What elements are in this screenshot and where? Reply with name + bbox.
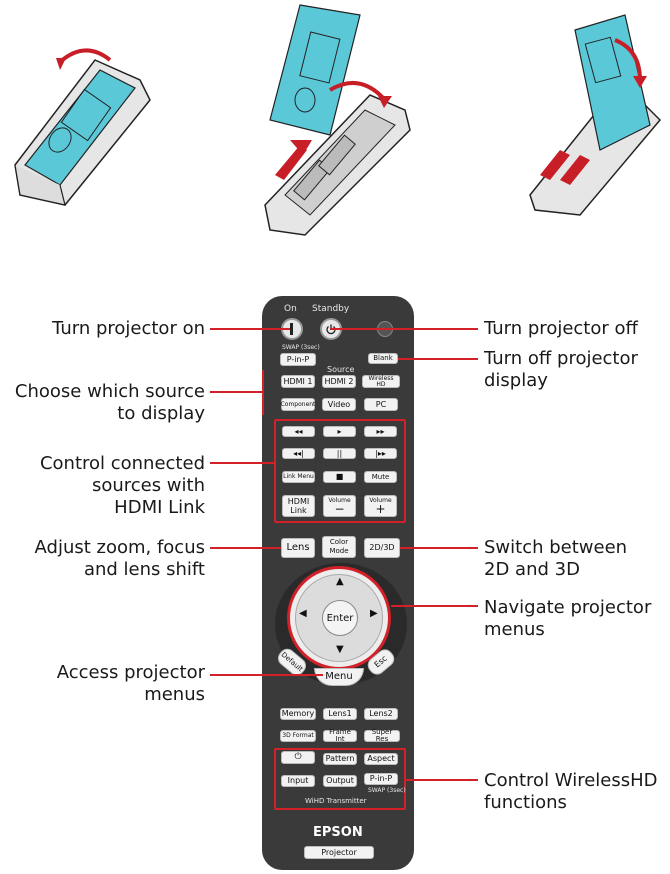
on-icon — [290, 323, 293, 335]
callout-line: Turn projector on — [52, 318, 205, 339]
pinp-button[interactable]: P-in-P — [280, 353, 316, 366]
callout-line: functions — [484, 792, 567, 813]
hdmi2-button[interactable]: HDMI 2 — [322, 375, 356, 388]
battery-illustrations — [14, 4, 662, 236]
battery-step-3-illustration — [529, 14, 662, 216]
enter-button[interactable]: Enter — [322, 600, 358, 636]
swap-label: SWAP (3sec) — [282, 344, 320, 351]
projector-label: Projector — [304, 846, 374, 859]
enter-label: Enter — [326, 612, 354, 624]
callout-turn-off: Turn projector off — [484, 318, 638, 340]
color-mode-label: Color Mode — [329, 538, 349, 555]
wihd-transmitter-group — [274, 748, 406, 810]
swap-bottom-label: SWAP (3sec) — [368, 787, 406, 794]
plus-icon: + — [375, 501, 386, 516]
input-button[interactable]: Input — [281, 775, 315, 787]
callout-access-menus: Access projector menus — [57, 662, 205, 706]
fast-forward-button[interactable]: ▸▸ — [364, 426, 397, 437]
pattern-button[interactable]: Pattern — [323, 753, 357, 765]
callout-line: Access projector — [56, 662, 205, 683]
callout-line: and lens shift — [83, 559, 205, 580]
callout-line: Control WirelessHD — [484, 770, 658, 791]
callout-line: display — [484, 370, 548, 391]
mute-button[interactable]: Mute — [364, 471, 397, 483]
callout-line: Turn projector off — [484, 318, 638, 339]
volume-up-button[interactable]: Volume + — [364, 495, 397, 517]
previous-button[interactable]: ◂◂| — [282, 448, 315, 459]
callout-line: menus — [144, 684, 205, 705]
component-button[interactable]: Component — [281, 398, 315, 411]
3d-format-button[interactable]: 3D Format — [280, 730, 316, 742]
on-label: On — [284, 304, 297, 314]
source-label: Source — [327, 365, 355, 374]
hdmi-link-button[interactable]: HDMI Link — [282, 495, 315, 517]
callout-line: HDMI Link — [114, 497, 205, 518]
battery-step-1-illustration — [14, 48, 151, 206]
battery-step-2-illustration — [264, 4, 411, 236]
stop-button[interactable]: ■ — [323, 471, 356, 483]
arrow-right-icon[interactable]: ▶ — [370, 608, 378, 619]
video-button[interactable]: Video — [322, 398, 356, 411]
lens1-button[interactable]: Lens1 — [323, 708, 357, 720]
callout-navigate: Navigate projector menus — [484, 597, 651, 641]
callout-turn-on: Turn projector on — [52, 318, 205, 340]
pc-button[interactable]: PC — [364, 398, 398, 411]
aspect-button[interactable]: Aspect — [364, 753, 398, 765]
2d3d-button[interactable]: 2D/3D — [364, 538, 400, 558]
power-icon: ⏻ — [294, 752, 302, 762]
standby-label: Standby — [312, 304, 350, 314]
link-menu-button[interactable]: Link Menu — [282, 471, 315, 483]
frame-int-button[interactable]: Frame Int — [323, 729, 357, 743]
super-res-button[interactable]: Super Res — [364, 729, 400, 743]
blank-button[interactable]: Blank — [368, 353, 398, 364]
callout-source: Choose which source to display — [15, 381, 205, 425]
callout-hdmi-link: Control connected sources with HDMI Link — [40, 453, 205, 519]
lens-button[interactable]: Lens — [281, 538, 315, 558]
callout-blank: Turn off projector display — [484, 348, 638, 392]
epson-logo: EPSON — [313, 825, 363, 840]
minus-icon: − — [334, 501, 345, 516]
play-button[interactable]: ▸ — [323, 426, 356, 437]
hdmi1-button[interactable]: HDMI 1 — [281, 375, 315, 388]
callout-line: 2D and 3D — [484, 559, 580, 580]
callout-line: Adjust zoom, focus — [34, 537, 205, 558]
lens2-button[interactable]: Lens2 — [364, 708, 398, 720]
callout-line: to display — [117, 403, 205, 424]
callout-line: Navigate projector — [484, 597, 652, 618]
callout-line: Turn off projector — [484, 348, 638, 369]
arrow-left-icon[interactable]: ◀ — [299, 608, 307, 619]
callout-wirelesshd: Control WirelessHD functions — [484, 770, 658, 814]
hdmi-link-group — [274, 419, 406, 523]
callout-line: sources with — [91, 475, 205, 496]
arrow-up-icon[interactable]: ▲ — [336, 576, 344, 587]
volume-up-label: Volume — [369, 496, 392, 504]
wihd-transmitter-label: WiHD Transmitter — [305, 797, 367, 805]
callout-zoom: Adjust zoom, focus and lens shift — [35, 537, 205, 581]
wihd-power-button[interactable]: ⏻ — [281, 751, 315, 764]
wireless-hd-button[interactable]: Wireless HD — [362, 375, 400, 388]
arrow-down-icon[interactable]: ▼ — [336, 644, 344, 655]
memory-button[interactable]: Memory — [280, 708, 316, 720]
rewind-button[interactable]: ◂◂ — [282, 426, 315, 437]
callout-line: Choose which source — [14, 381, 205, 402]
hdmi-link-label: HDMI Link — [287, 497, 310, 515]
volume-down-label: Volume — [328, 496, 351, 504]
callout-line: Control connected — [39, 453, 205, 474]
callout-line: menus — [484, 619, 545, 640]
callout-2d3d: Switch between 2D and 3D — [484, 537, 627, 581]
pause-button[interactable]: || — [323, 448, 356, 459]
callout-line: Switch between — [484, 537, 628, 558]
color-mode-button[interactable]: Color Mode — [322, 536, 356, 558]
volume-down-button[interactable]: Volume − — [323, 495, 356, 517]
next-button[interactable]: |▸▸ — [364, 448, 397, 459]
output-button[interactable]: Output — [323, 775, 357, 787]
pinp2-button[interactable]: P-in-P — [364, 773, 398, 785]
